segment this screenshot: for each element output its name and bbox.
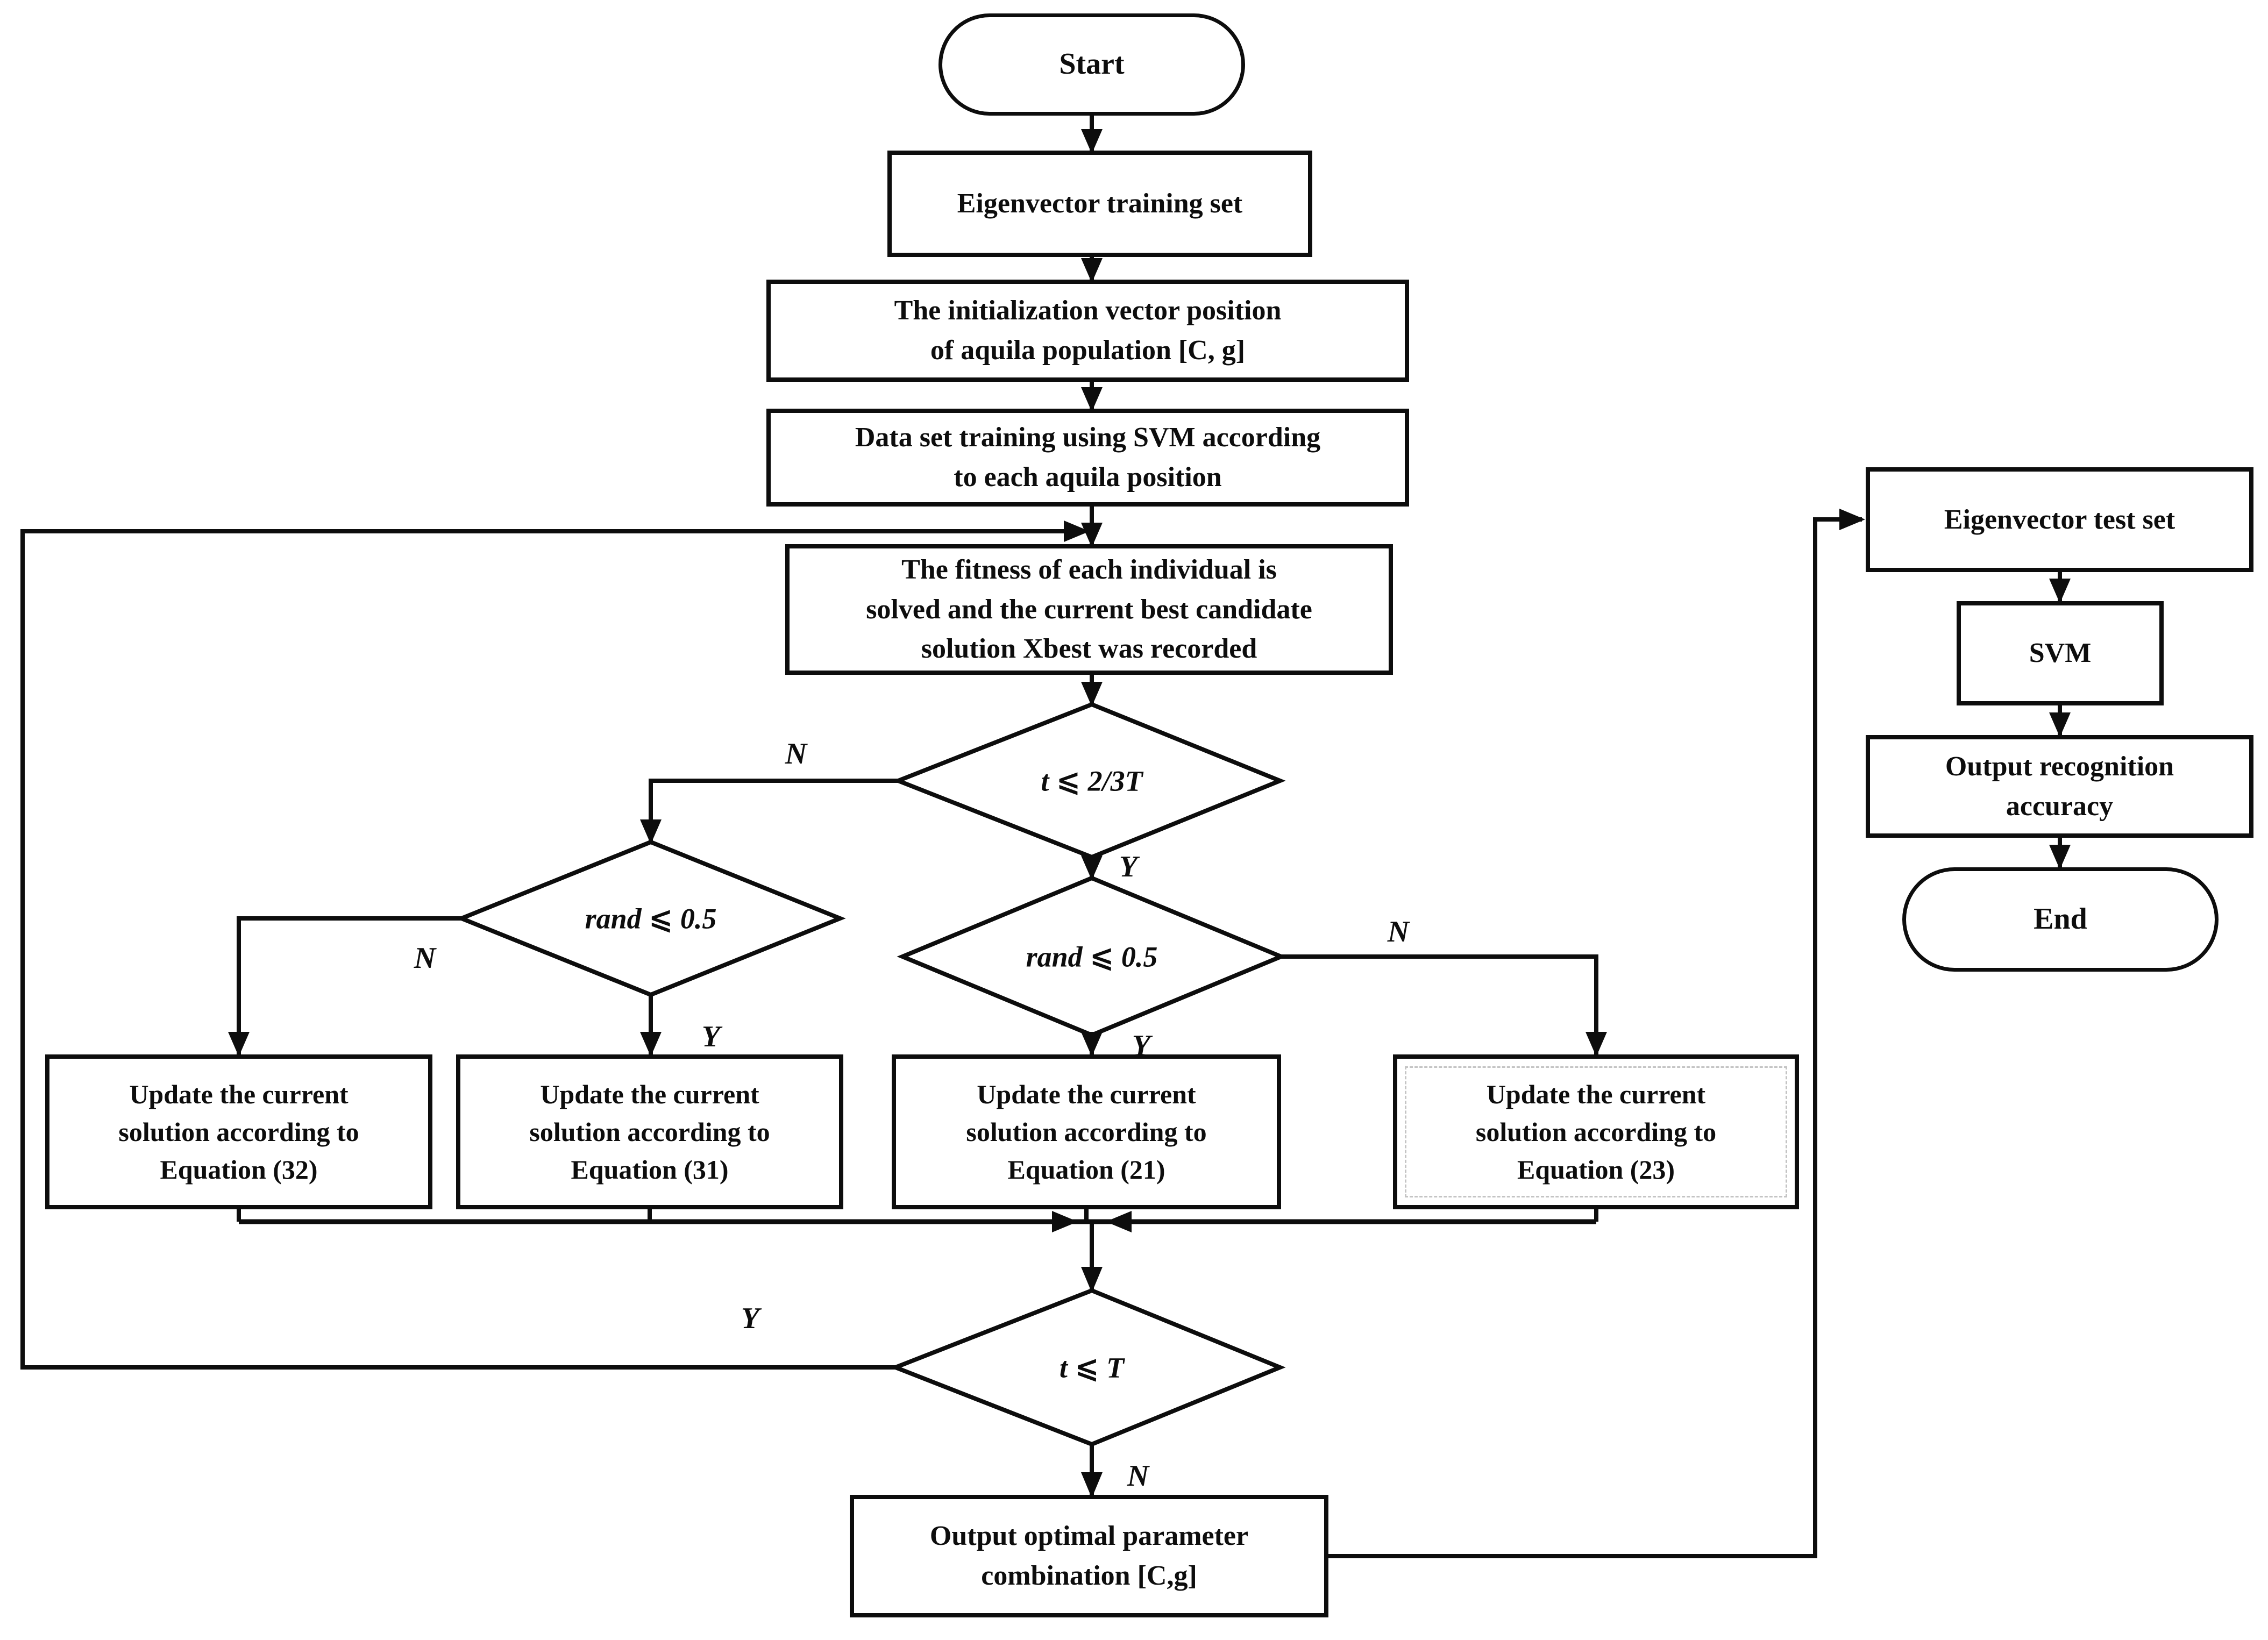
svm-training-line-2: to each aquila position	[954, 462, 1222, 493]
eq23-line-3: Equation (23)	[1517, 1154, 1675, 1185]
arrowhead-into-cond-t23T	[1081, 682, 1103, 707]
init-line-1: The initialization vector position	[894, 295, 1282, 326]
node-svm: SVM	[1957, 601, 2164, 705]
arrowhead-into-cond-tT	[1081, 1267, 1103, 1293]
eq31-line-1: Update the current	[540, 1079, 759, 1109]
fitness-line-3: solution Xbest was recorded	[921, 633, 1257, 665]
start-label: Start	[1059, 47, 1125, 81]
arrowhead-into-end	[2049, 845, 2071, 869]
edge-t23T-no-to-rand-left	[649, 779, 898, 842]
end-label: End	[2034, 902, 2087, 936]
decision-t23T-label: t ⩽ 2/3T	[1041, 765, 1143, 797]
node-eigenvector-test-set: Eigenvector test set	[1866, 467, 2253, 572]
branch-label-rand-right-yes: Y	[1132, 1029, 1151, 1063]
edge-rand-right-no-to-eq23	[1281, 954, 1598, 1054]
arrowhead-into-rand-left	[640, 819, 662, 844]
branch-label-rand-left-yes: Y	[701, 1020, 721, 1053]
branch-label-t23T-yes: Y	[1119, 850, 1138, 883]
decision-rand-left-shape	[456, 839, 846, 997]
svm-label: SVM	[2029, 638, 2092, 669]
node-dataset-svm-training: Data set training using SVM according to…	[766, 409, 1409, 507]
node-update-eq32: Update the current solution according to…	[45, 1054, 432, 1209]
branch-label-tT-no: N	[1127, 1459, 1149, 1493]
fitness-line-1: The fitness of each individual is	[901, 554, 1277, 585]
arrowhead-into-eq32	[228, 1032, 250, 1057]
branch-label-t23T-no: N	[785, 737, 807, 771]
branch-label-tT-yes: Y	[741, 1302, 760, 1335]
node-update-eq21: Update the current solution according to…	[892, 1054, 1281, 1209]
output-params-line-1: Output optimal parameter	[929, 1521, 1249, 1552]
init-line-2: of aquila population [C, g]	[930, 335, 1246, 366]
node-output-optimal-parameters: Output optimal parameter combination [C,…	[850, 1495, 1328, 1617]
edge-rand-left-no-to-eq32	[237, 916, 461, 1054]
branch-label-rand-left-no: N	[414, 942, 436, 975]
eq23-line-1: Update the current	[1486, 1079, 1706, 1109]
edge-output-to-test-set	[1328, 517, 1862, 1558]
eq21-line-3: Equation (21)	[1007, 1154, 1165, 1185]
arrowhead-into-eq31	[640, 1032, 662, 1057]
arrowhead-into-rand-right	[1081, 855, 1103, 880]
arrowhead-into-eq23	[1586, 1032, 1607, 1057]
eq31-line-2: solution according to	[529, 1117, 770, 1147]
accuracy-line-2: accuracy	[2006, 790, 2114, 822]
arrowhead-loop-return	[1064, 520, 1090, 542]
node-eigenvector-training-set: Eigenvector training set	[887, 151, 1312, 257]
decision-rand-right-label: rand ⩽ 0.5	[1026, 940, 1158, 973]
arrowhead-into-eq21	[1081, 1032, 1103, 1057]
node-start: Start	[939, 13, 1245, 116]
arrowhead-into-svm	[2049, 579, 2071, 603]
arrowhead-into-accuracy	[2049, 712, 2071, 737]
eq32-line-1: Update the current	[129, 1079, 349, 1109]
arrowhead-into-init	[1081, 258, 1103, 283]
arrowhead-into-svm-training	[1081, 387, 1103, 412]
training-set-label: Eigenvector training set	[957, 188, 1243, 219]
eq21-line-2: solution according to	[966, 1117, 1207, 1147]
node-update-eq23: Update the current solution according to…	[1393, 1054, 1799, 1209]
eq21-line-1: Update the current	[977, 1079, 1196, 1109]
branch-label-rand-right-no: N	[1387, 915, 1410, 949]
arrowhead-into-test-set	[1839, 509, 1865, 530]
node-init-vector-position: The initialization vector position of aq…	[766, 280, 1409, 382]
eq23-line-2: solution according to	[1475, 1117, 1717, 1147]
arrowhead-into-fitness	[1081, 523, 1103, 547]
edge-tT-yes-loop	[20, 529, 895, 1370]
accuracy-line-1: Output recognition	[1945, 751, 2174, 782]
eq31-line-3: Equation (31)	[571, 1154, 729, 1185]
arrowhead-merge-right	[1106, 1211, 1132, 1232]
fitness-line-2: solved and the current best candidate	[866, 594, 1312, 625]
node-end: End	[1902, 867, 2219, 972]
arrowhead-into-training-set	[1081, 129, 1103, 154]
output-params-line-2: combination [C,g]	[981, 1560, 1197, 1591]
decision-tT-shape	[890, 1288, 1286, 1447]
test-set-label: Eigenvector test set	[1944, 504, 2175, 535]
node-output-recognition-accuracy: Output recognition accuracy	[1866, 735, 2253, 838]
node-fitness-evaluation: The fitness of each individual is solved…	[785, 544, 1393, 675]
decision-rand-left-label: rand ⩽ 0.5	[585, 902, 717, 935]
arrowhead-merge-left	[1052, 1211, 1078, 1232]
eq32-line-2: solution according to	[118, 1117, 359, 1147]
arrowhead-into-output	[1081, 1472, 1103, 1498]
svm-training-line-1: Data set training using SVM according	[855, 422, 1321, 453]
eq32-line-3: Equation (32)	[160, 1154, 318, 1185]
node-update-eq31: Update the current solution according to…	[456, 1054, 843, 1209]
decision-tT-label: t ⩽ T	[1059, 1351, 1125, 1384]
